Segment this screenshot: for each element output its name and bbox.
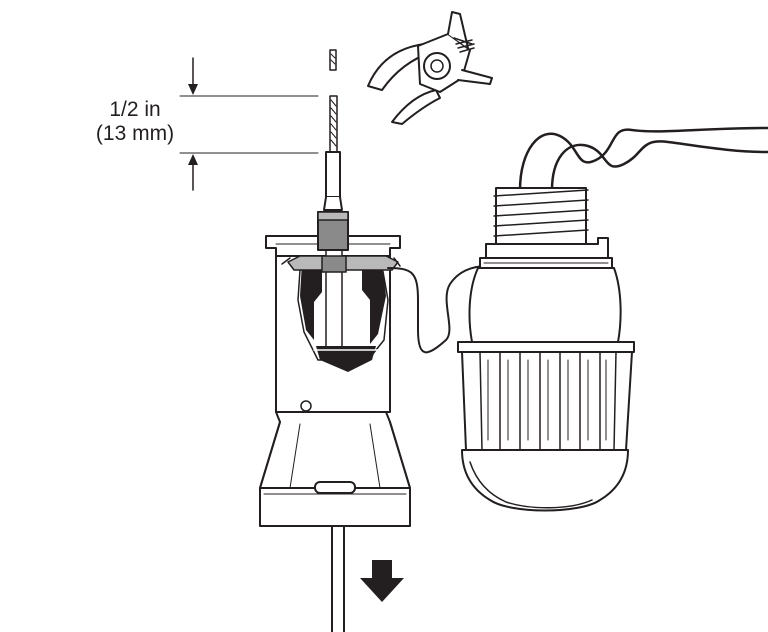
dimension-label-millimeters: (13 mm): [95, 122, 175, 145]
twisted-wire-b: [550, 140, 768, 192]
dimension-arrow-down-icon: [188, 57, 198, 95]
gasket-right: [362, 260, 386, 344]
cut-wire-end: [329, 49, 337, 71]
connector-housing: [259, 211, 489, 527]
gasket-left: [300, 262, 322, 340]
wire-cutter-icon: [367, 11, 493, 125]
dimension-label-inches: 1/2 in: [109, 98, 161, 121]
twisted-wire-a: [518, 126, 768, 192]
insulated-wire: [323, 151, 343, 211]
dimension-arrow-up-icon: [188, 154, 198, 191]
connector-side-wire: [387, 265, 489, 354]
release-slot: [314, 481, 356, 494]
dimension-callout: [179, 57, 319, 191]
down-arrow-icon: [360, 560, 404, 602]
lower-wire: [331, 519, 345, 632]
cable-gland: [457, 126, 768, 512]
vent-hole: [300, 400, 312, 412]
exposed-wire: [329, 95, 338, 155]
